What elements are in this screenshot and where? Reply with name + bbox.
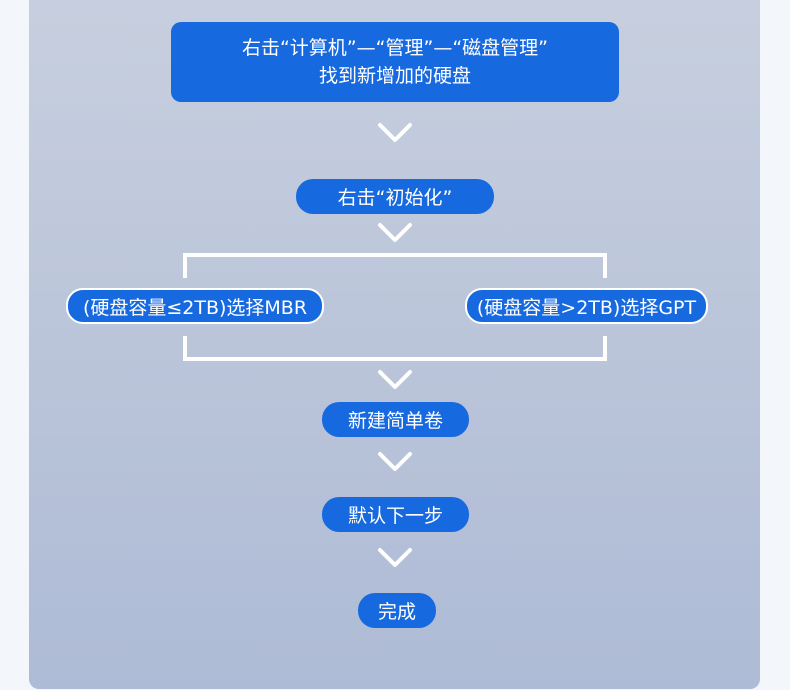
step-initialize: 右击“初始化” (296, 179, 494, 214)
step-new-simple-volume-label: 新建简单卷 (347, 410, 443, 432)
option-gpt-label: (硬盘容量>2TB)选择GPT (476, 296, 697, 319)
step-open-disk-management-line1: 右击“计算机”—“管理”—“磁盘管理” (241, 37, 549, 59)
chevron-down-icon (377, 547, 413, 569)
step-finish-label: 完成 (377, 601, 416, 623)
step-initialize-label: 右击“初始化” (337, 187, 453, 209)
option-gpt: (硬盘容量>2TB)选择GPT (465, 288, 708, 324)
step-finish: 完成 (358, 593, 436, 628)
step-open-disk-management-line2: 找到新增加的硬盘 (318, 65, 471, 87)
flowchart-panel (29, 0, 760, 689)
chevron-down-icon (377, 451, 413, 473)
step-default-next-label: 默认下一步 (347, 505, 443, 527)
step-default-next: 默认下一步 (322, 497, 469, 532)
step-new-simple-volume: 新建简单卷 (322, 402, 469, 437)
chevron-down-icon (377, 222, 413, 244)
option-mbr-label: (硬盘容量≤2TB)选择MBR (82, 296, 308, 319)
option-mbr: (硬盘容量≤2TB)选择MBR (66, 288, 324, 324)
branch-bracket (183, 253, 607, 361)
chevron-down-icon (377, 369, 413, 391)
chevron-down-icon (377, 122, 413, 144)
step-open-disk-management: 右击“计算机”—“管理”—“磁盘管理” 找到新增加的硬盘 (171, 22, 619, 102)
